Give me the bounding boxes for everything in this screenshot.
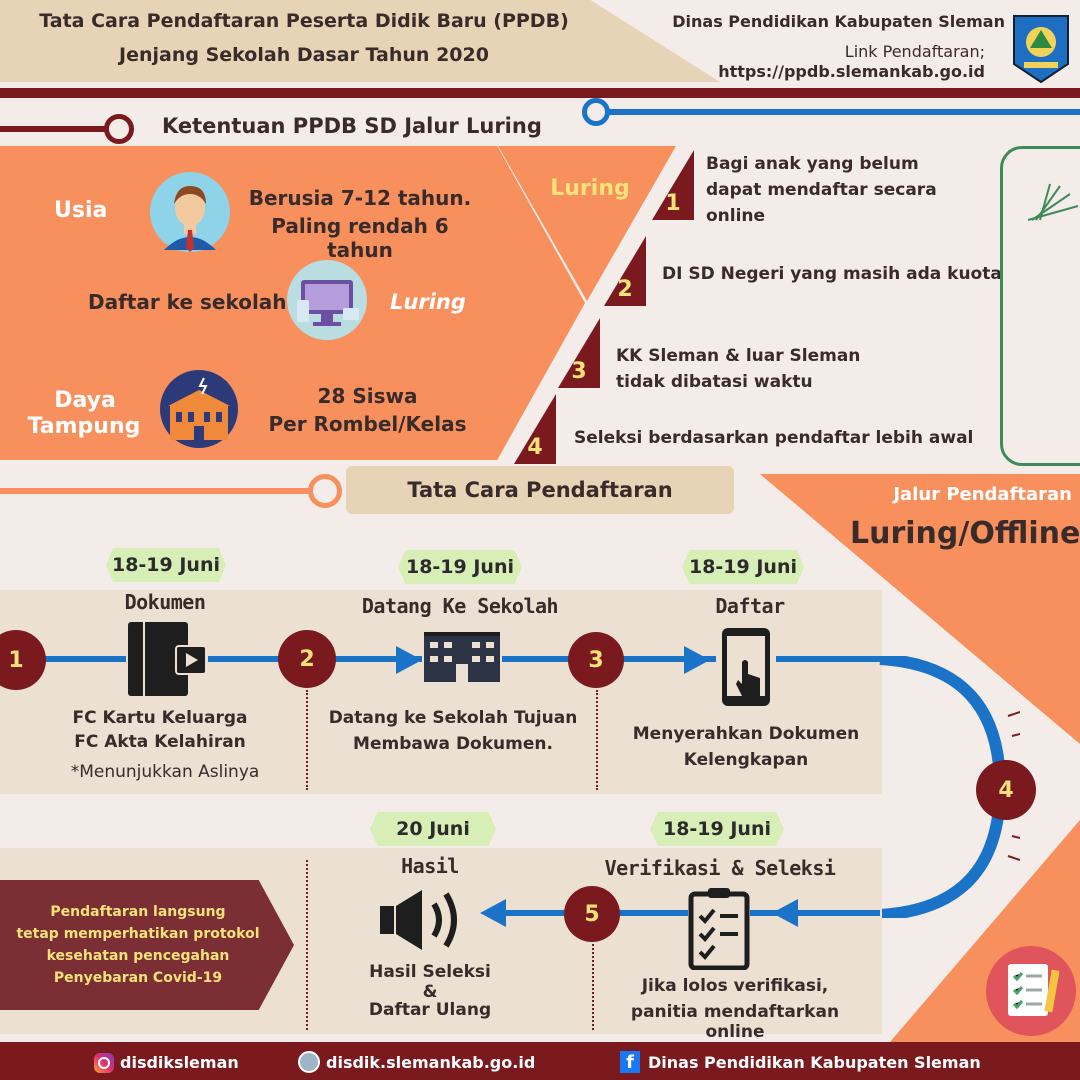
notice-line4: Penyebaran Covid-19: [53, 970, 223, 986]
step-3-desc1: Menyerahkan Dokumen: [632, 724, 860, 744]
page-title-line2: Jenjang Sekolah Dasar Tahun 2020: [119, 44, 489, 66]
instagram-icon: [94, 1053, 114, 1073]
sleman-logo: [1010, 12, 1072, 84]
funnel-label: Luring: [550, 176, 630, 201]
step-1-date: 18-19 Juni: [106, 548, 226, 582]
daftar-label: Daftar ke sekolah: [88, 290, 287, 314]
phone-touch-icon: [716, 626, 776, 708]
step-1-desc1: FC Kartu Keluarga: [72, 708, 248, 728]
step-2-desc1: Datang ke Sekolah Tujuan: [328, 708, 578, 728]
step-5-desc1: Jika lolos verifikasi,: [641, 976, 829, 996]
hasil-title: Hasil: [401, 854, 459, 878]
school-building-icon: [160, 370, 238, 448]
header-divider: [0, 88, 1080, 98]
hasil-desc3: Daftar Ulang: [368, 1000, 492, 1020]
tata-heading: Tata Cara Pendaftaran: [407, 478, 673, 502]
footer-instagram[interactable]: disdiksleman: [120, 1053, 239, 1072]
ketentuan-heading: Ketentuan PPDB SD Jalur Luring: [162, 114, 542, 138]
tata-heading-box: [346, 466, 734, 514]
timeline-node-left: [104, 114, 134, 144]
tata-line-left: [0, 488, 312, 494]
arrow-left-2: [480, 899, 506, 927]
footer-website[interactable]: disdik.slemankab.go.id: [326, 1053, 536, 1072]
rule-1-line2: dapat mendaftar secara: [706, 180, 937, 200]
link-label: Link Pendaftaran;: [844, 42, 985, 61]
step-divider-2: [596, 690, 598, 790]
notice-line3: kesehatan pencegahan: [46, 948, 230, 964]
footer-facebook[interactable]: Dinas Pendidikan Kabupaten Sleman: [648, 1053, 981, 1072]
hasil-desc1: Hasil Seleksi: [369, 962, 491, 982]
step-1-note: *Menunjukkan Aslinya: [70, 762, 260, 782]
link-url[interactable]: https://ppdb.slemankab.go.id: [718, 62, 985, 81]
daya-text1: 28 Siswa: [317, 384, 418, 408]
rule-3-line1: KK Sleman & luar Sleman: [616, 346, 861, 366]
step-1-badge: 1: [0, 630, 46, 690]
step-5-desc2: panitia mendaftarkan online: [630, 1002, 840, 1042]
rule-1-line1: Bagi anak yang belum: [706, 154, 919, 174]
step-1-desc2: FC Akta Kelahiran: [74, 732, 246, 752]
jalur-value: Luring/Offline: [850, 516, 1080, 551]
usia-text1: Berusia 7-12 tahun.: [248, 186, 472, 210]
globe-icon: [298, 1051, 320, 1073]
step-5-date: 18-19 Juni: [650, 812, 784, 846]
step-2-title: Datang Ke Sekolah: [361, 594, 559, 618]
daya-text2: Per Rombel/Kelas: [268, 412, 467, 436]
step-5-title: Verifikasi & Seleksi: [604, 856, 836, 880]
rule-4-line1: Seleksi berdasarkan pendaftar lebih awal: [574, 428, 974, 448]
school-icon: [422, 630, 502, 684]
sunburst-decoration: [1020, 176, 1080, 226]
notice-line2: tetap memperhatikan protokol: [16, 926, 260, 942]
rule-1-line3: online: [706, 206, 766, 226]
arrow-right-2: [684, 646, 710, 674]
step-3-badge: 3: [568, 632, 624, 688]
footer-bar: [0, 1042, 1080, 1080]
notice-line1: Pendaftaran langsung: [50, 904, 226, 920]
rule-3-line2: tidak dibatasi waktu: [616, 372, 813, 392]
computer-icon: [287, 260, 367, 340]
timeline-node-right: [582, 98, 610, 126]
daya-label1: Daya: [54, 388, 116, 413]
step-2-date: 18-19 Juni: [398, 550, 522, 584]
form-icon: [984, 944, 1078, 1038]
clipboard-icon: [688, 886, 750, 971]
tata-node: [308, 474, 342, 508]
step-3-title: Daftar: [715, 594, 785, 618]
jalur-label: Jalur Pendaftaran: [893, 484, 1072, 505]
daftar-mode: Luring: [390, 290, 466, 314]
usia-label: Usia: [54, 198, 108, 223]
green-outline-decoration: [1000, 146, 1080, 466]
step-3-desc2: Kelengkapan: [683, 750, 809, 770]
step-1-title: Dokumen: [124, 590, 206, 614]
document-icon: [126, 620, 208, 698]
hasil-desc2: &: [422, 982, 438, 1002]
step-5-badge: 5: [564, 886, 620, 942]
step-3-date: 18-19 Juni: [682, 550, 804, 584]
timeline-line-left: [0, 126, 108, 132]
org-name: Dinas Pendidikan Kabupaten Sleman: [672, 12, 1005, 31]
arrow-right-1: [396, 646, 422, 674]
hasil-date: 20 Juni: [370, 812, 496, 846]
usia-text2: Paling rendah 6 tahun: [271, 214, 449, 262]
step-4-badge: 4: [976, 760, 1036, 820]
step-2-badge: 2: [278, 630, 336, 688]
page-title-line1: Tata Cara Pendaftaran Peserta Didik Baru…: [39, 10, 569, 32]
step-divider-4: [592, 944, 594, 1030]
covid-notice-panel: [0, 880, 294, 1010]
header-banner: [0, 0, 720, 82]
step-2-desc2: Membawa Dokumen.: [353, 734, 553, 754]
speaker-icon: [378, 884, 468, 956]
step-divider-3: [306, 860, 308, 1030]
arrow-left-1: [772, 899, 798, 927]
daya-label2: Tampung: [27, 414, 141, 439]
rule-2-line1: DI SD Negeri yang masih ada kuota: [662, 264, 1002, 284]
step-divider-1: [306, 690, 308, 790]
facebook-icon: f: [620, 1051, 640, 1073]
timeline-line-right: [608, 109, 1080, 115]
boy-avatar: [150, 168, 230, 254]
